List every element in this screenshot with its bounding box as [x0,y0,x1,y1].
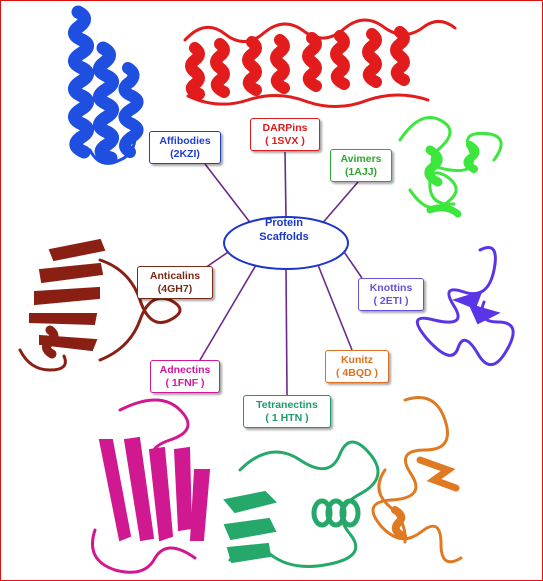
label-avimers-name: Avimers [340,153,382,165]
connector-affibodies [204,163,253,226]
connector-adnectins [199,264,257,361]
center-label-line2: Scaffolds [259,231,309,243]
label-darpins-name: DARPins [262,122,308,134]
label-adnectins-pdb: ( 1FNF ) [165,377,205,389]
label-avimers-pdb: (1AJJ) [344,166,378,178]
label-affibodies: Affibodies (2KZI) [149,131,221,164]
connector-kunitz [317,264,353,351]
affibodies-structure [68,5,144,165]
kunitz-structure [371,396,463,564]
label-kunitz-pdb: ( 4BQD ) [336,367,378,379]
connector-avimers [319,181,359,227]
label-adnectins: Adnectins ( 1FNF ) [150,360,220,393]
adnectins-structure [91,398,211,574]
center-ellipse [223,216,349,270]
label-anticalins: Anticalins (4GH7) [137,266,213,299]
label-tetranectins: Tetranectins ( 1 HTN ) [243,395,331,428]
darpins-structure [183,18,457,108]
label-kunitz-name: Kunitz [340,354,374,366]
label-anticalins-pdb: (4GH7) [157,283,193,295]
label-knottins-name: Knottins [369,282,413,294]
anticalins-structure [18,238,182,372]
connector-darpins [284,151,287,219]
connector-tetranectins [285,267,288,396]
label-knottins-pdb: ( 2ETI ) [373,295,409,307]
label-kunitz: Kunitz ( 4BQD ) [325,350,389,383]
label-adnectins-name: Adnectins [159,364,211,376]
label-affibodies-pdb: (2KZI) [170,148,200,160]
avimers-structure [398,116,503,218]
knottins-structure [416,246,515,366]
label-darpins-pdb: ( 1SVX ) [265,135,305,147]
label-knottins: Knottins ( 2ETI ) [358,278,424,311]
label-tetranectins-pdb: ( 1 HTN ) [265,412,309,424]
label-darpins: DARPins ( 1SVX ) [250,118,320,151]
label-affibodies-name: Affibodies [159,135,211,147]
center-label-line1: Protein [265,217,303,229]
center-label: Protein Scaffolds [234,216,334,244]
label-anticalins-name: Anticalins [149,270,201,282]
label-tetranectins-name: Tetranectins [256,399,318,411]
label-avimers: Avimers (1AJJ) [330,149,392,182]
tetranectins-structure [223,440,380,568]
